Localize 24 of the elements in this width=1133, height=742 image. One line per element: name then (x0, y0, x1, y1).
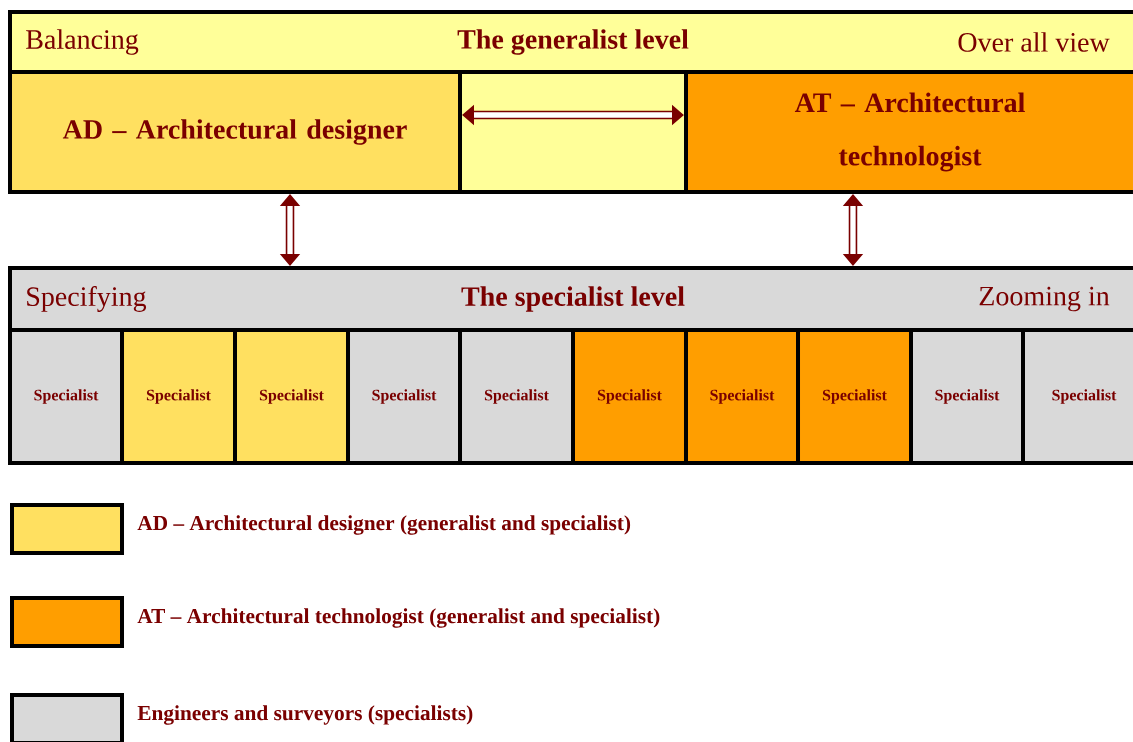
specialist-box: Specialist (233, 328, 350, 465)
specialist-box: Specialist (8, 328, 124, 465)
band-label: Specifying (27, 286, 147, 312)
legend-label: AT – Architectural technologist (generalist and specialist) (137, 608, 660, 628)
specialist-box: Specialist (909, 328, 1025, 465)
role-box: AT – Architectural technologist (684, 70, 1133, 194)
double-arrow (462, 104, 684, 126)
band-label: Balancing (26, 29, 139, 55)
band-label: Zooming in (979, 286, 1110, 312)
specialist-box: Specialist (796, 328, 913, 465)
specialist-box: Specialist (684, 328, 800, 465)
legend-label: Engineers and surveyors (specialists) (137, 705, 473, 725)
double-arrow (842, 194, 864, 266)
specialist-box: Specialist (346, 328, 462, 465)
specialist-box: Specialist (571, 328, 688, 465)
specialist-box: Specialist (1021, 328, 1133, 465)
band-label: Over all view (958, 32, 1110, 52)
specialist-box: Specialist (458, 328, 575, 465)
legend-label: AD – Architectural designer (generalist and specialist) (137, 515, 631, 535)
role-box: AD – Architectural designer (8, 70, 462, 194)
band-heading: The generalist level (457, 29, 689, 55)
double-arrow (279, 194, 301, 266)
specialist-box: Specialist (120, 328, 237, 465)
band-heading: The specialist level (461, 286, 685, 312)
